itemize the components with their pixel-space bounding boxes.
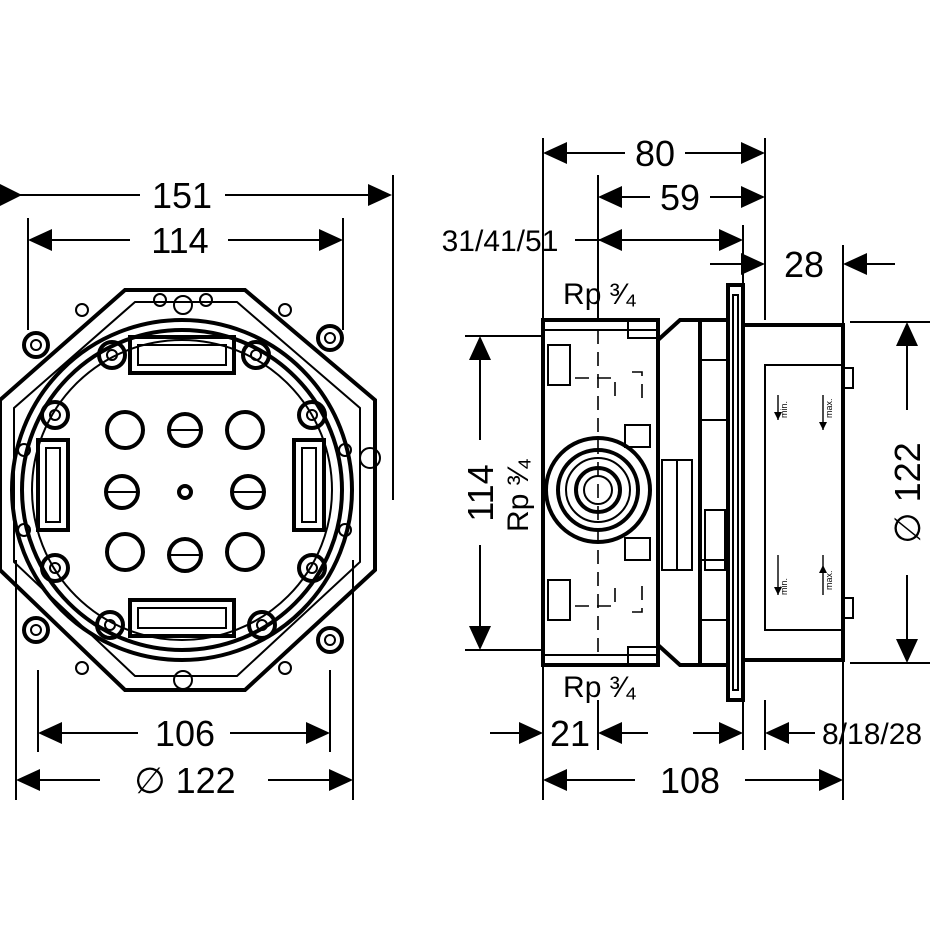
central-port xyxy=(544,436,652,544)
min-label-top: min. xyxy=(779,401,789,418)
thread-label-bottom: Rp ³⁄₄ xyxy=(563,671,637,704)
slots xyxy=(36,335,326,638)
front-view: 151 114 xyxy=(0,175,394,801)
dim-59-label: 59 xyxy=(660,177,700,218)
dimension-114-side: 114 xyxy=(460,335,543,651)
dimension-114-front: 114 xyxy=(27,218,344,330)
dim-8-18-28-label: 8/18/28 xyxy=(822,718,922,751)
max-label-top: max. xyxy=(824,398,834,418)
thread-label-top: Rp ³⁄₄ xyxy=(563,278,637,311)
dimension-21: 21 xyxy=(490,700,743,754)
dimension-151: 151 xyxy=(0,175,394,500)
dim-114-label: 114 xyxy=(151,220,208,261)
thread-label-middle: Rp ³⁄₄ xyxy=(502,458,535,532)
octagon-frame xyxy=(0,288,377,692)
main-ring xyxy=(10,318,354,662)
mounting-plate xyxy=(656,283,745,702)
inner-hole-grid xyxy=(104,410,266,573)
dimension-diameter-122-side: ∅ 122 xyxy=(850,321,930,664)
dim-106-label: 106 xyxy=(155,713,215,754)
trim-housing: min. max. min. max. xyxy=(741,323,854,662)
dim-108-label: 108 xyxy=(660,760,720,801)
dimension-108: 108 xyxy=(543,760,843,801)
dimension-59: 59 xyxy=(598,177,765,218)
housing-body xyxy=(541,318,660,667)
dimension-8-18-28: 8/18/28 xyxy=(765,718,922,751)
dim-diameter-122-label: ∅ 122 xyxy=(134,760,235,801)
dimension-28: 28 xyxy=(710,244,895,285)
min-label-bottom: min. xyxy=(779,578,789,595)
dimension-80: 80 xyxy=(543,133,765,174)
dim-diameter-122-side-label: ∅ 122 xyxy=(887,442,928,543)
side-view: 80 59 31/41/51 28 Rp ³⁄₄ Rp ³⁄₄ xyxy=(442,133,930,801)
dimension-106: 106 xyxy=(37,670,331,754)
screw-bosses xyxy=(17,293,381,690)
dimension-diameter-122-front: ∅ 122 xyxy=(15,560,354,801)
max-label-bottom: max. xyxy=(824,570,834,590)
dim-28-label: 28 xyxy=(784,244,824,285)
dimension-31-41-51: 31/41/51 xyxy=(442,225,743,258)
dim-114-side-label: 114 xyxy=(460,464,501,521)
dim-80-label: 80 xyxy=(635,133,675,174)
dim-151-label: 151 xyxy=(152,175,212,216)
dim-21-label: 21 xyxy=(550,713,590,754)
dim-31-41-51-label: 31/41/51 xyxy=(442,225,559,258)
